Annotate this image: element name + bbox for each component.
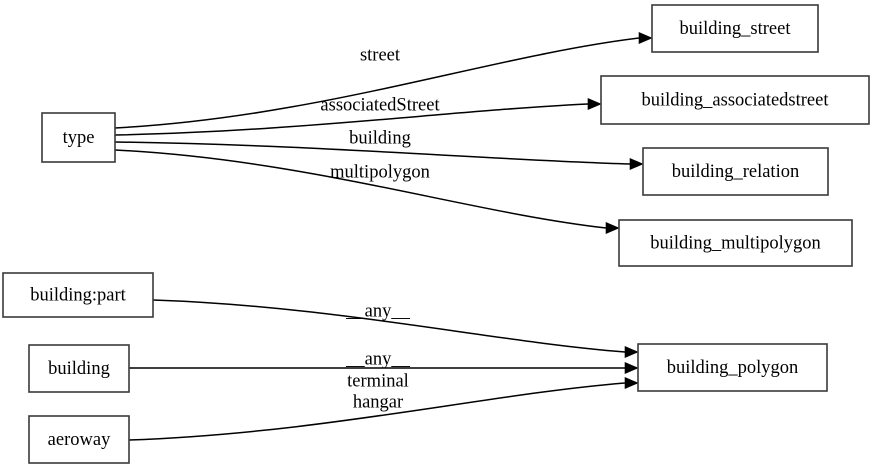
edge-label-any: __any__: [345, 349, 410, 369]
node-box: [642, 147, 829, 196]
node-box: [28, 415, 130, 464]
node-building_relation[interactable]: building_relation: [642, 147, 829, 196]
node-label: type: [63, 128, 95, 148]
arrowhead-icon: [624, 377, 639, 389]
edge-type-to-building_multipolygon: [114, 149, 607, 229]
node-box: [637, 343, 828, 392]
nodes-layer: type building_street building_associatedst…: [2, 4, 870, 464]
node-aeroway[interactable]: aeroway: [28, 415, 130, 464]
edge-label-terminal: terminal: [347, 371, 409, 391]
node-box: [600, 75, 870, 125]
edge-label-any: __any__: [345, 301, 410, 321]
arrowhead-icon: [638, 32, 653, 44]
edge-label-street: street: [360, 45, 401, 65]
node-box: [28, 344, 130, 393]
node-building_multipolygon[interactable]: building_multipolygon: [618, 219, 853, 267]
node-label: building_relation: [672, 162, 799, 182]
node-label: building: [48, 359, 110, 379]
edge-label-hangar: hangar: [353, 392, 403, 412]
edge-label-building: building: [349, 128, 411, 148]
node-building_associatedstreet[interactable]: building_associatedstreet: [600, 75, 870, 125]
node-building_street[interactable]: building_street: [651, 4, 819, 53]
node-box: [618, 219, 853, 267]
node-label: building_polygon: [667, 358, 799, 378]
edge-aeroway-to-building_polygon: [128, 382, 626, 441]
arrowhead-icon: [624, 362, 639, 374]
node-type[interactable]: type: [41, 112, 116, 163]
edge-label-multipolygon: multipolygon: [330, 162, 430, 182]
node-box: [41, 112, 116, 163]
edge-type-to-building_associatedstreet: [114, 103, 589, 136]
node-label: building_street: [680, 19, 792, 39]
arrowhead-icon: [629, 158, 644, 170]
edge-type-to-building_relation: [114, 141, 631, 165]
node-box: [651, 4, 819, 53]
arrowhead-icon: [624, 346, 639, 358]
edge-label-associatedstreet: associatedStreet: [320, 95, 440, 115]
edge-building_part-to-building_polygon: [152, 299, 626, 353]
node-label: building_multipolygon: [650, 233, 821, 253]
node-building_polygon[interactable]: building_polygon: [637, 343, 828, 392]
node-label: aeroway: [48, 430, 111, 450]
node-building[interactable]: building: [28, 344, 130, 393]
node-label: building_associatedstreet: [641, 90, 829, 110]
arrowhead-icon: [587, 98, 602, 110]
edge-type-to-building_street: [114, 37, 640, 129]
node-label: building:part: [30, 285, 126, 305]
node-building_part[interactable]: building:part: [2, 272, 154, 318]
edges-layer: [114, 32, 653, 441]
node-box: [2, 272, 154, 318]
edge-labels-layer: street associatedStreet building multipolyg…: [320, 45, 440, 412]
arrowhead-icon: [605, 222, 620, 234]
